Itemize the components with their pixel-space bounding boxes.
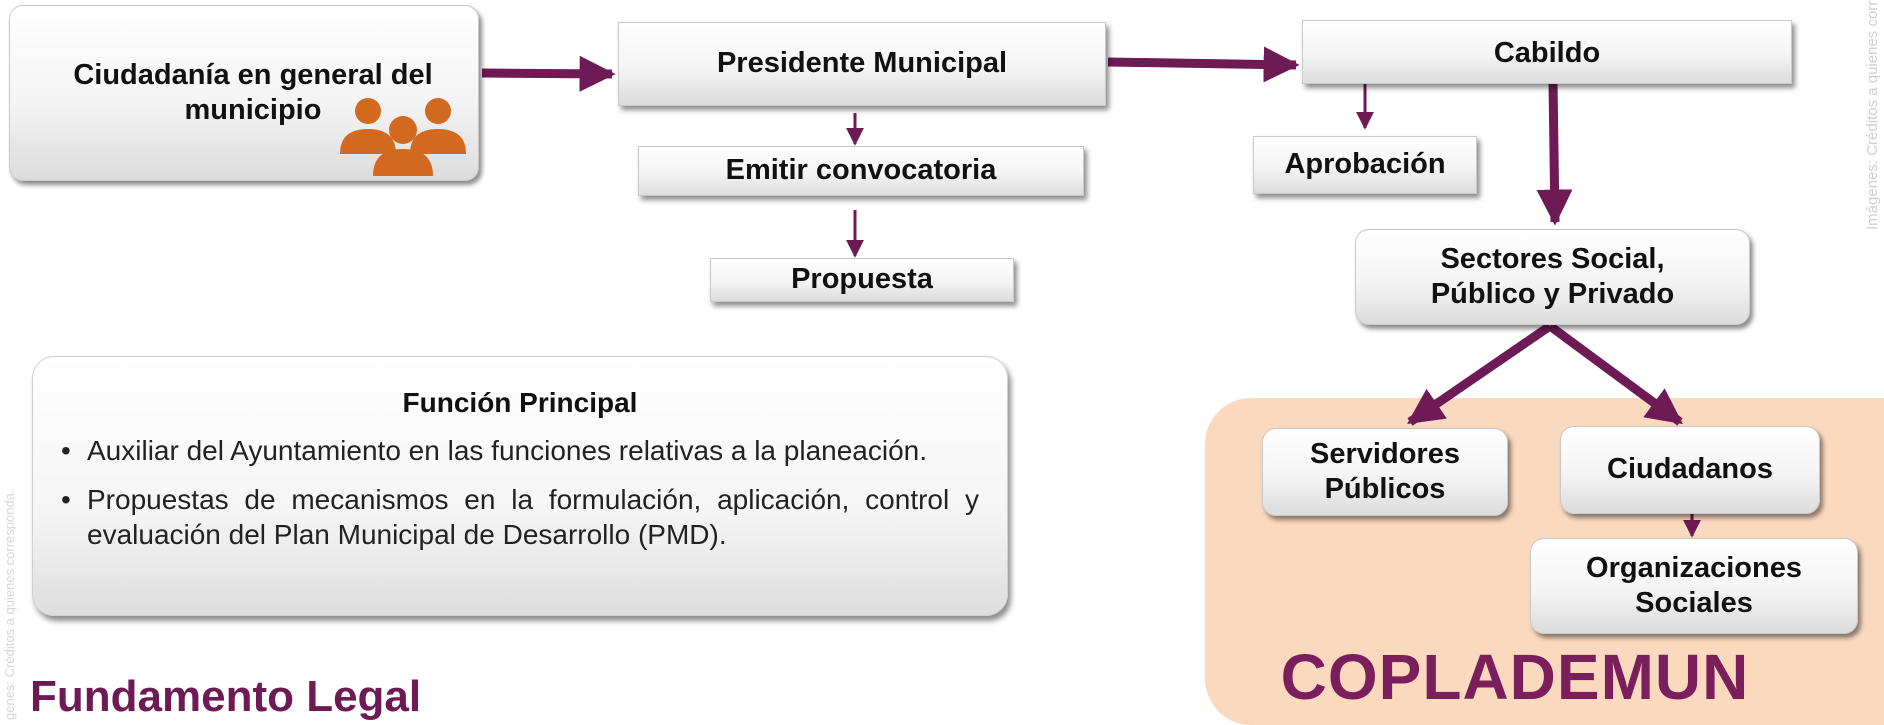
- image-credit-watermark: Imágenes: Créditos a quienes corresponda…: [1864, 0, 1881, 230]
- node-ciudadanos: Ciudadanos: [1560, 426, 1820, 514]
- node-aprobacion-label: Aprobación: [1284, 148, 1446, 181]
- image-credit-watermark-left: genes: Créditos a quienes corresponda.: [2, 489, 17, 720]
- arrow-sectores-ciudadanos: [1547, 322, 1683, 426]
- fundamento-legal-heading: Fundamento Legal: [30, 672, 422, 721]
- node-aprobacion: Aprobación: [1253, 136, 1477, 194]
- funcion-principal-title: Función Principal: [402, 387, 638, 418]
- node-organizaciones-label: Organizaciones Sociales: [1586, 551, 1802, 619]
- node-presidente: Presidente Municipal: [618, 22, 1106, 106]
- node-ciudadania-label: Ciudadanía en general del municipio: [73, 59, 433, 127]
- funcion-principal-box: Función Principal • Auxiliar del Ayuntam…: [32, 356, 1008, 616]
- node-presidente-label: Presidente Municipal: [716, 47, 1008, 80]
- node-servidores: Servidores Públicos: [1262, 428, 1508, 516]
- arrow-cabildo-sectores: [1536, 81, 1573, 226]
- node-cabildo: Cabildo: [1302, 20, 1792, 84]
- arrow-sectores-servidores: [1407, 322, 1553, 426]
- people-group-icon: [340, 98, 466, 176]
- node-convocatoria-label: Emitir convocatoria: [725, 154, 997, 187]
- list-item: • Propuestas de mecanismos en la formula…: [61, 482, 979, 552]
- list-item-text: Auxiliar del Ayuntamiento en las funcion…: [87, 435, 927, 466]
- node-ciudadanos-label: Ciudadanos: [1607, 453, 1773, 486]
- node-organizaciones: Organizaciones Sociales: [1530, 538, 1858, 634]
- bullet-point: •: [61, 435, 71, 466]
- list-item: • Auxiliar del Ayuntamiento en las funci…: [61, 433, 979, 468]
- arrow-ciudadania-presidente: [481, 55, 616, 92]
- funcion-principal-list: • Auxiliar del Ayuntamiento en las funci…: [61, 433, 979, 552]
- node-sectores: Sectores Social, Público y Privado: [1355, 229, 1750, 325]
- list-item-text: Propuestas de mecanismos en la formulaci…: [87, 484, 979, 550]
- arrow-presidente-cabildo: [1107, 46, 1300, 83]
- node-cabildo-label: Cabildo: [1493, 37, 1601, 69]
- node-propuesta-label: Propuesta: [791, 263, 933, 296]
- node-convocatoria: Emitir convocatoria: [638, 146, 1084, 196]
- node-propuesta: Propuesta: [710, 258, 1014, 302]
- bullet-point: •: [61, 484, 71, 515]
- node-servidores-label: Servidores Públicos: [1310, 437, 1460, 505]
- node-sectores-label: Sectores Social, Público y Privado: [1430, 242, 1675, 310]
- coplademun-title: COPLADEMUN: [1280, 641, 1750, 713]
